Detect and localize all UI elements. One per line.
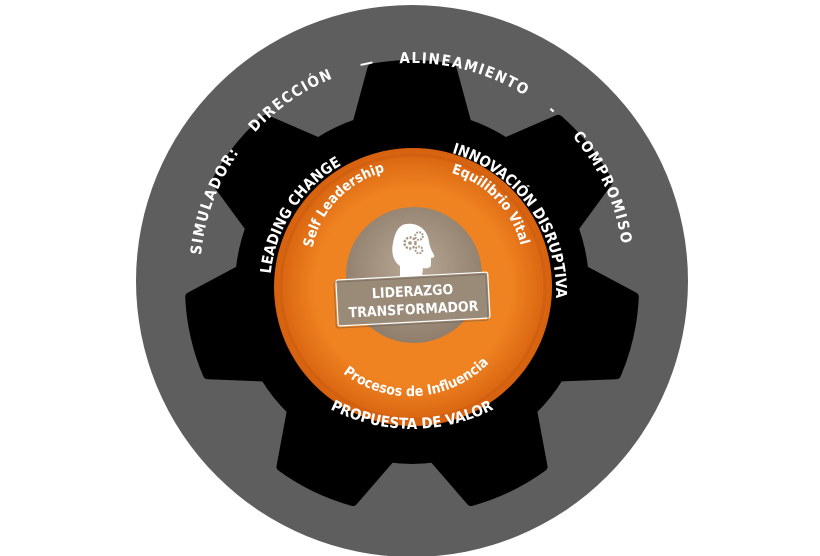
center-title-line2: TRANSFORMADOR — [348, 299, 479, 322]
label-dash-1: — — [358, 52, 376, 73]
center-label-plate: LIDERAZGO TRANSFORMADOR — [333, 271, 491, 329]
head-gears-icon — [392, 223, 435, 276]
center-title-line1: LIDERAZGO — [372, 282, 454, 302]
orange-ring-inner-shadow — [279, 153, 547, 421]
